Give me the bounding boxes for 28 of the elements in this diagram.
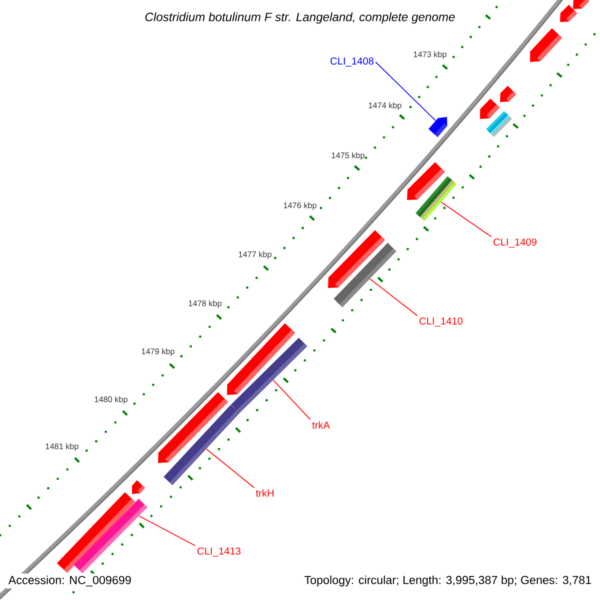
tick-label: 1481 kbp: [46, 443, 78, 451]
gene-label: CLI_1409: [494, 238, 536, 248]
tick-label: 1473 kbp: [414, 51, 446, 59]
tick-label: 1477 kbp: [238, 251, 272, 259]
leader-line: [206, 448, 254, 488]
tick-label: 1476 kbp: [284, 202, 316, 210]
tick-label: 1475 kbp: [332, 152, 364, 160]
gene-bar: [74, 498, 148, 574]
gene-label: CLI_1410: [420, 317, 463, 327]
gene-label: trkA: [312, 421, 330, 429]
leader-line: [370, 278, 418, 316]
accession-text: Accession: NC_009699: [6, 574, 134, 588]
leader-line: [272, 380, 311, 420]
tick-label: 1479 kbp: [142, 348, 174, 356]
tick-label: 1480 kbp: [94, 396, 128, 404]
gene-bar: [164, 404, 240, 486]
gene-bar: [428, 117, 448, 137]
leader-line: [138, 516, 196, 546]
gene-label: trkH: [256, 489, 274, 497]
gene-bar: [334, 242, 396, 308]
topology-text: Topology: circular; Length: 3,995,387 bp; Genes: 3,781: [302, 573, 594, 589]
leader-line: [375, 62, 436, 122]
gene-label: CLI_1413: [198, 547, 240, 557]
gene-bar: [416, 176, 456, 221]
gene-label: CLI_1408: [330, 57, 374, 67]
title: Clostridium botulinum F str. Langeland, complete genome: [145, 12, 455, 24]
gene-bar: [230, 338, 308, 414]
leader-line: [440, 202, 492, 238]
